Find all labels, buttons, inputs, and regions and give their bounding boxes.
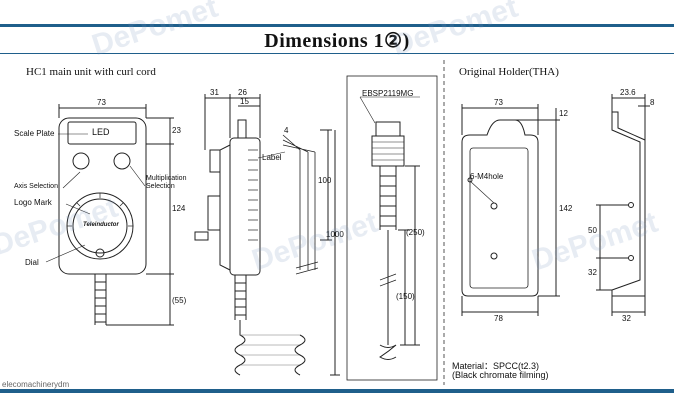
side-view bbox=[194, 94, 340, 376]
dim-8: 8 bbox=[650, 98, 655, 107]
connector-relief bbox=[379, 166, 397, 230]
finish-label: (Black chromate filming) bbox=[452, 370, 549, 380]
hole-3 bbox=[467, 177, 473, 183]
selection-label: Selection bbox=[146, 183, 175, 190]
connector-frame bbox=[346, 75, 438, 381]
leader-axis bbox=[62, 171, 81, 189]
connector-curl bbox=[379, 344, 397, 360]
multiplication-label: Multiplication bbox=[146, 175, 187, 182]
dim-142: 142 bbox=[559, 204, 573, 213]
dim-1000: 1000 bbox=[326, 230, 344, 239]
dial-inner bbox=[72, 198, 128, 254]
page-title: Dimensions 1②) bbox=[264, 30, 410, 52]
connector-label: EBSP2119MG bbox=[362, 89, 414, 98]
curl-cord bbox=[234, 320, 246, 376]
connector-body bbox=[371, 135, 405, 167]
holder-outline bbox=[461, 119, 539, 297]
dim-12: 12 bbox=[559, 109, 568, 118]
dial-ticks bbox=[67, 193, 133, 227]
dim-73a: 73 bbox=[97, 98, 106, 107]
header-rule-top bbox=[0, 24, 674, 27]
dim-15: 15 bbox=[240, 97, 249, 106]
dial-handle bbox=[95, 248, 105, 258]
leader-logo bbox=[65, 203, 91, 215]
front-body bbox=[58, 117, 147, 275]
dim-250: (250) bbox=[406, 228, 425, 237]
dim-78: 78 bbox=[494, 314, 503, 323]
leader-multiplication bbox=[129, 165, 146, 187]
connector-nut bbox=[375, 121, 401, 137]
logo-mark-label: Logo Mark bbox=[14, 198, 52, 207]
front-view bbox=[45, 104, 174, 326]
dim-55: (55) bbox=[172, 296, 187, 305]
leader-connector bbox=[359, 96, 376, 124]
dim-124: 124 bbox=[172, 204, 186, 213]
holder-side bbox=[596, 94, 650, 316]
side-hole-2 bbox=[628, 255, 634, 261]
cord-relief bbox=[94, 274, 107, 325]
side-hole-1 bbox=[628, 202, 634, 208]
dim-23-6: 23.6 bbox=[620, 88, 636, 97]
side-knob bbox=[209, 149, 221, 173]
side-ribs bbox=[248, 149, 258, 241]
hole-1 bbox=[490, 202, 498, 210]
dim-50: 50 bbox=[588, 226, 597, 235]
dial-label: Dial bbox=[25, 258, 39, 267]
dim-32b: 32 bbox=[622, 314, 631, 323]
dim-100: 100 bbox=[318, 176, 332, 185]
holder-front bbox=[461, 104, 560, 316]
dim-4: 4 bbox=[284, 126, 289, 135]
holder-inner bbox=[469, 147, 529, 289]
led-label: LED bbox=[92, 127, 110, 137]
logo-text: Teleinductor bbox=[83, 222, 119, 228]
footer-rule bbox=[0, 389, 674, 393]
dim-23: 23 bbox=[172, 126, 181, 135]
header-rule-bottom bbox=[0, 53, 674, 54]
side-body bbox=[229, 137, 261, 276]
material-label: Material：SPCC(t2.3) bbox=[452, 361, 540, 371]
connector-view bbox=[346, 75, 438, 381]
side-top-boss bbox=[237, 119, 247, 139]
wires bbox=[282, 134, 316, 153]
connector-threads bbox=[372, 141, 404, 161]
section-title-main-unit: HC1 main unit with curl cord bbox=[26, 66, 156, 78]
label-label: Label bbox=[262, 153, 282, 162]
multiplier-knob bbox=[113, 152, 131, 170]
hole-2 bbox=[490, 252, 498, 260]
footer-text: elecomachinerydm bbox=[2, 380, 70, 389]
axis-knob bbox=[72, 152, 90, 170]
side-cord-relief bbox=[234, 275, 247, 320]
hole-label: 6-M4hole bbox=[470, 172, 504, 181]
axis-selection-label: Axis Selection bbox=[14, 183, 58, 190]
side-back bbox=[219, 144, 231, 271]
leader-dial bbox=[45, 244, 86, 263]
section-title-holder: Original Holder(THA) bbox=[459, 66, 559, 78]
side-handle bbox=[194, 231, 209, 241]
dim-31: 31 bbox=[210, 88, 219, 97]
side-dial bbox=[207, 195, 221, 231]
leader-label bbox=[257, 151, 286, 159]
dim-32a: 32 bbox=[588, 268, 597, 277]
dim-26: 26 bbox=[238, 88, 247, 97]
leader-hole bbox=[469, 180, 495, 204]
scale-plate-label: Scale Plate bbox=[14, 129, 55, 138]
dim-150: (150) bbox=[396, 292, 415, 301]
scale-plate bbox=[67, 121, 137, 145]
dim-73b: 73 bbox=[494, 98, 503, 107]
